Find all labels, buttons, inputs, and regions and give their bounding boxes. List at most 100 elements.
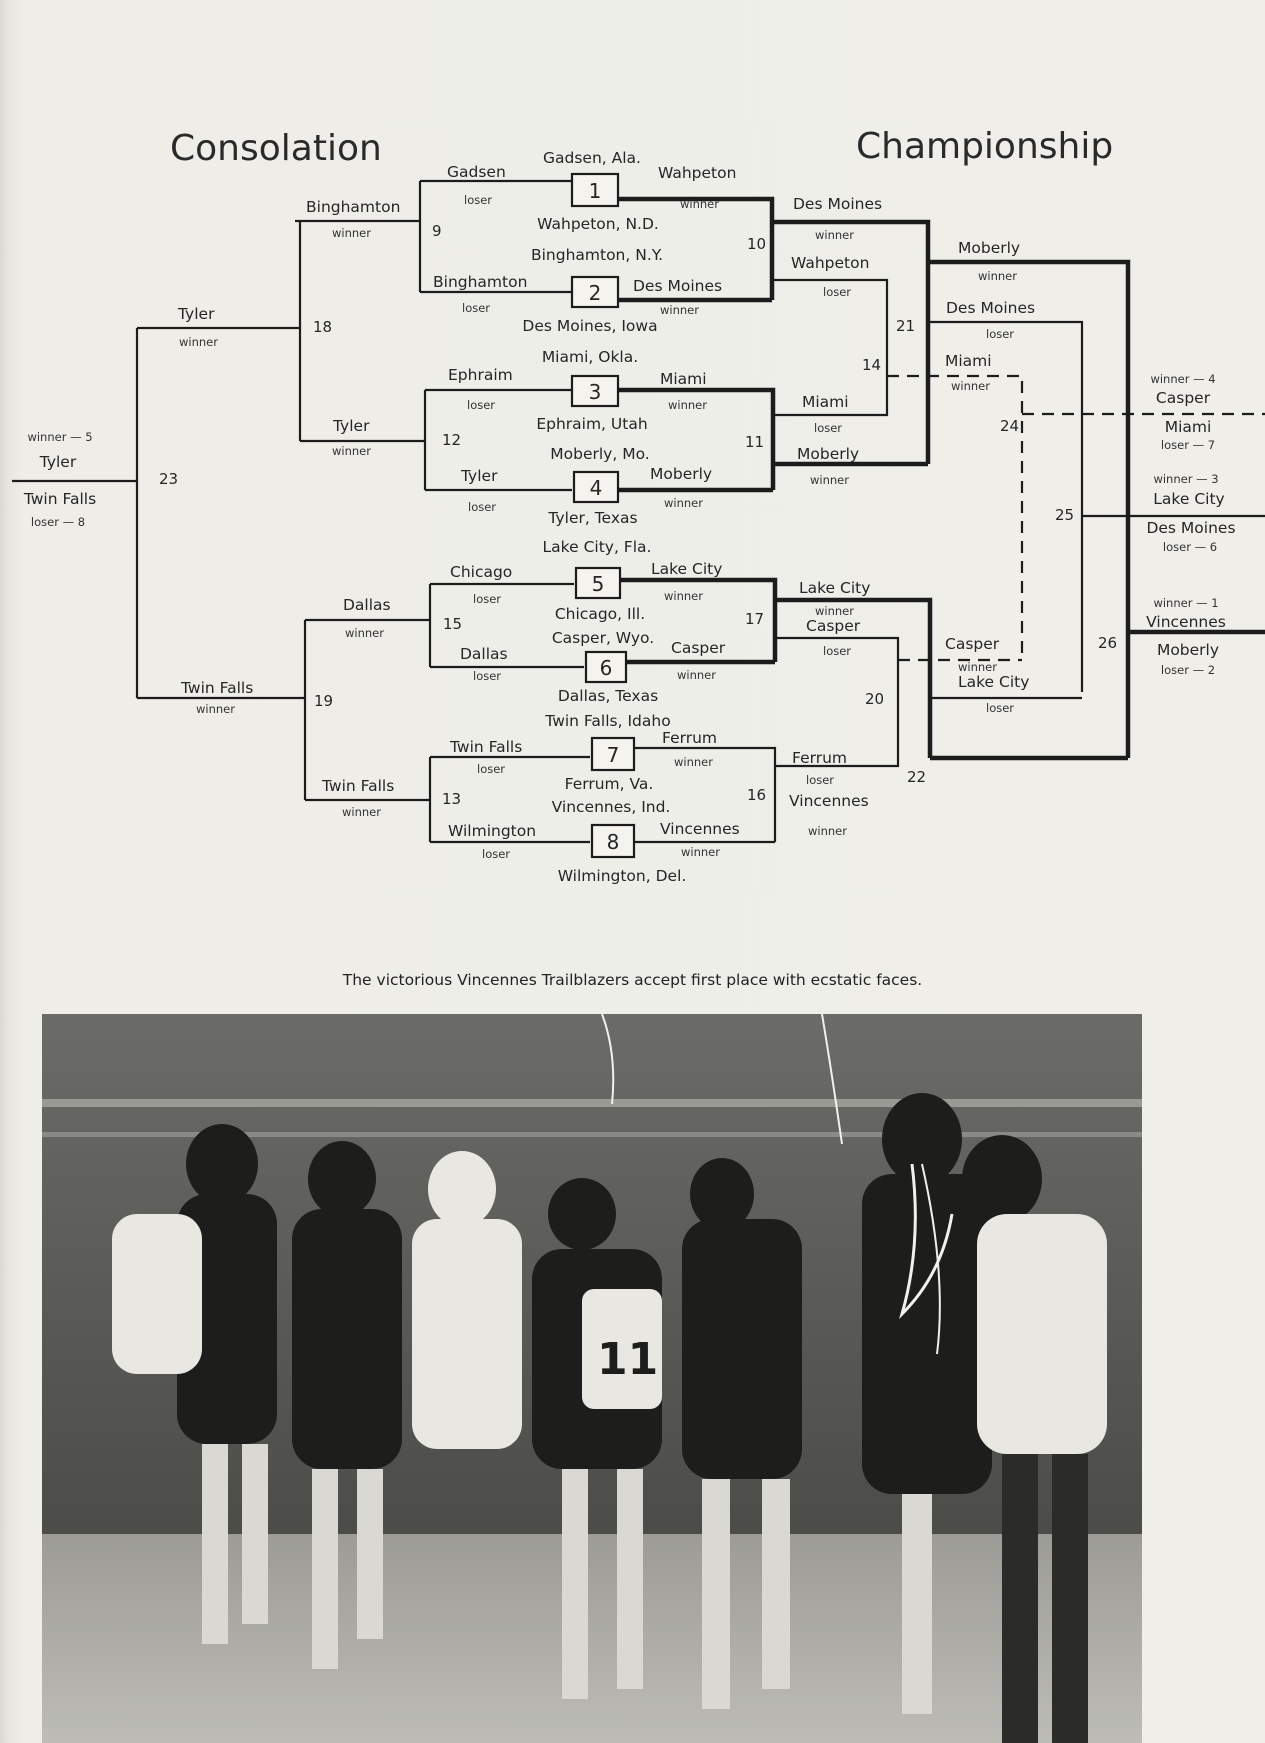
team-label: Tyler [460, 467, 498, 485]
site-label: Gadsen, Ala. [543, 149, 641, 167]
site-label: Chicago, Ill. [555, 605, 645, 623]
result-tag: winner — 4 [1150, 372, 1215, 386]
game-number: 26 [1098, 634, 1117, 652]
team-label: Moberly [650, 465, 712, 483]
site-label: Miami, Okla. [542, 348, 638, 366]
result-tag: winner [680, 197, 719, 211]
game-number: 15 [443, 615, 462, 633]
site-label: Wilmington, Del. [558, 867, 687, 885]
site-label: Lake City, Fla. [543, 538, 652, 556]
team-label: Dallas [343, 596, 391, 614]
game-number: 12 [442, 431, 461, 449]
site-label: Binghamton, N.Y. [531, 246, 663, 264]
game-number: 24 [1000, 417, 1019, 435]
site-label: Dallas, Texas [558, 687, 658, 705]
game-number: 21 [896, 317, 915, 335]
game-number: 23 [159, 470, 178, 488]
consolation-labels: Binghamton winner 9 Tyler winner 12 Tyle… [23, 198, 462, 819]
game-number: 9 [432, 222, 442, 240]
result-tag: loser — 6 [1163, 540, 1217, 554]
team-label: Miami [1165, 418, 1212, 436]
game-number: 19 [314, 692, 333, 710]
result-tag: loser [806, 773, 834, 787]
site-label: Vincennes, Ind. [552, 798, 671, 816]
game-7: 7 Twin Falls, Idaho Ferrum, Va. Twin Fal… [449, 712, 717, 793]
game-number: 8 [607, 830, 620, 854]
result-tag: winner [332, 226, 371, 240]
team-label: Lake City [651, 560, 722, 578]
consolation-heading: Consolation [170, 128, 382, 169]
result-tag: winner [951, 379, 990, 393]
game-number: 17 [745, 610, 764, 628]
team-label: Moberly [958, 239, 1020, 257]
game-number: 13 [442, 790, 461, 808]
result-tag: winner — 5 [27, 430, 92, 444]
result-tag: winner [808, 824, 847, 838]
team-label: Ferrum [792, 749, 847, 767]
game-1: 1 Gadsen, Ala. Wahpeton, N.D. Gadsen los… [447, 149, 736, 233]
result-tag: winner [815, 228, 854, 242]
team-label: Wahpeton [658, 164, 736, 182]
result-tag: winner [815, 604, 854, 618]
site-label: Ferrum, Va. [565, 775, 654, 793]
result-tag: winner [196, 702, 235, 716]
result-tag: loser [986, 701, 1014, 715]
result-tag: loser — 2 [1161, 663, 1215, 677]
team-label: Casper [671, 639, 726, 657]
team-label: Tyler [332, 417, 370, 435]
team-label: Ephraim [448, 366, 513, 384]
site-label: Tyler, Texas [547, 509, 637, 527]
game-number: 11 [745, 433, 764, 451]
team-label: Des Moines [633, 277, 722, 295]
result-tag: winner [677, 668, 716, 682]
game-number: 6 [600, 656, 613, 680]
result-tag: winner [810, 473, 849, 487]
game-number: 4 [590, 476, 603, 500]
team-label: Tyler [39, 453, 77, 471]
result-tag: winner [958, 660, 997, 674]
site-label: Twin Falls, Idaho [544, 712, 670, 730]
game-number: 20 [865, 690, 884, 708]
game-number: 3 [589, 380, 602, 404]
game-4: 4 Moberly, Mo. Tyler, Texas Tyler loser … [460, 445, 712, 527]
site-label: Des Moines, Iowa [522, 317, 657, 335]
game-number: 10 [747, 235, 766, 253]
result-tag: winner [674, 755, 713, 769]
result-tag: loser — 7 [1161, 438, 1215, 452]
team-label: Casper [1156, 389, 1211, 407]
team-label: Ferrum [662, 729, 717, 747]
team-label: Dallas [460, 645, 508, 663]
team-label: Twin Falls [180, 679, 253, 697]
team-label: Tyler [177, 305, 215, 323]
site-label: Ephraim, Utah [536, 415, 647, 433]
team-label: Casper [945, 635, 1000, 653]
consolation-lines [12, 181, 430, 842]
result-tag: winner [660, 303, 699, 317]
result-tag: winner — 1 [1153, 596, 1218, 610]
team-label: Lake City [1153, 490, 1224, 508]
team-label: Miami [660, 370, 707, 388]
result-tag: winner [668, 398, 707, 412]
team-label: Miami [945, 352, 992, 370]
team-label: Lake City [958, 673, 1029, 691]
result-tag: loser [468, 500, 496, 514]
site-label: Wahpeton, N.D. [537, 215, 659, 233]
team-photo: 11 [42, 1014, 1142, 1743]
result-tag: loser [473, 669, 501, 683]
game-number: 7 [607, 743, 620, 767]
result-tag: loser [482, 847, 510, 861]
photo-caption: The victorious Vincennes Trailblazers ac… [0, 971, 1265, 989]
game-2: 2 Binghamton, N.Y. Des Moines, Iowa Bing… [433, 246, 722, 335]
team-label: Vincennes [660, 820, 740, 838]
result-tag: winner [664, 589, 703, 603]
game-number: 14 [862, 356, 881, 374]
result-tag: winner [978, 269, 1017, 283]
team-label: Binghamton [433, 273, 527, 291]
team-label: Chicago [450, 563, 512, 581]
result-tag: loser [462, 301, 490, 315]
team-label: Gadsen [447, 163, 506, 181]
team-label: Des Moines [1146, 519, 1235, 537]
team-label: Des Moines [793, 195, 882, 213]
result-tag: loser [464, 193, 492, 207]
